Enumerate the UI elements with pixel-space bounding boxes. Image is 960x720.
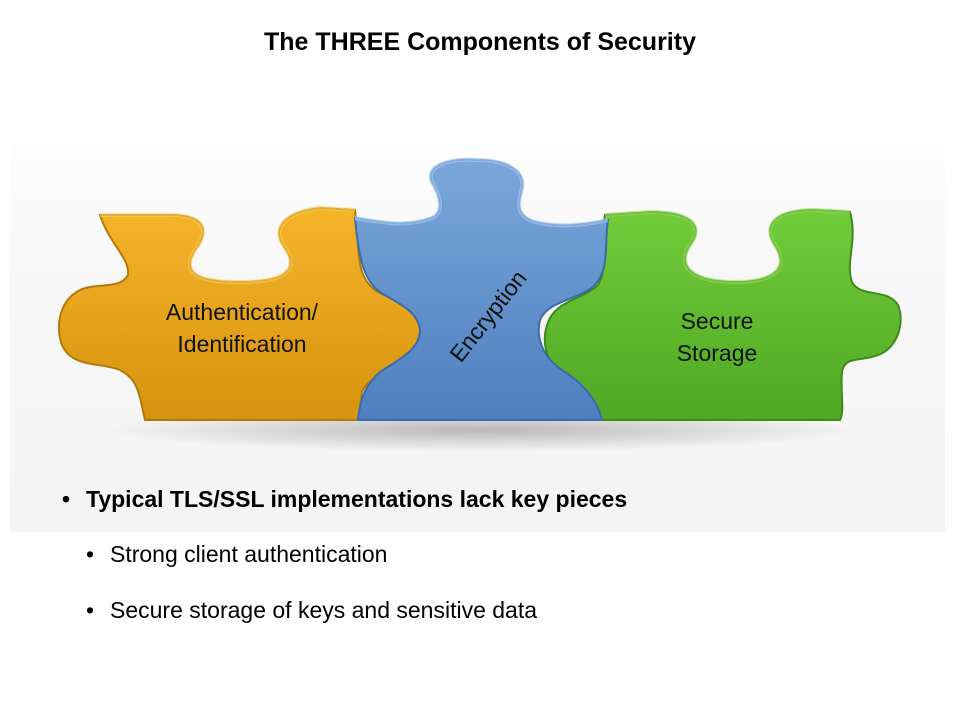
secure-storage-label-line2: Storage [642,337,792,369]
authentication-label-line1: Authentication/ [132,296,352,328]
bullet-dot: • [62,486,86,513]
secure-storage-label: Secure Storage [642,305,792,369]
sub-bullet-item: •Secure storage of keys and sensitive da… [86,597,537,624]
bullet-text: Secure storage of keys and sensitive dat… [110,597,537,623]
bullet-text: Strong client authentication [110,541,387,567]
bullet-dot: • [86,541,110,568]
bullet-text: Typical TLS/SSL implementations lack key… [86,486,627,512]
bullet-item: •Typical TLS/SSL implementations lack ke… [62,486,627,513]
puzzle-piece-encryption [355,160,608,420]
authentication-label-line2: Identification [132,328,352,360]
authentication-label: Authentication/ Identification [132,296,352,360]
secure-storage-label-line1: Secure [642,305,792,337]
sub-bullet-item: •Strong client authentication [86,541,387,568]
bullet-dot: • [86,597,110,624]
